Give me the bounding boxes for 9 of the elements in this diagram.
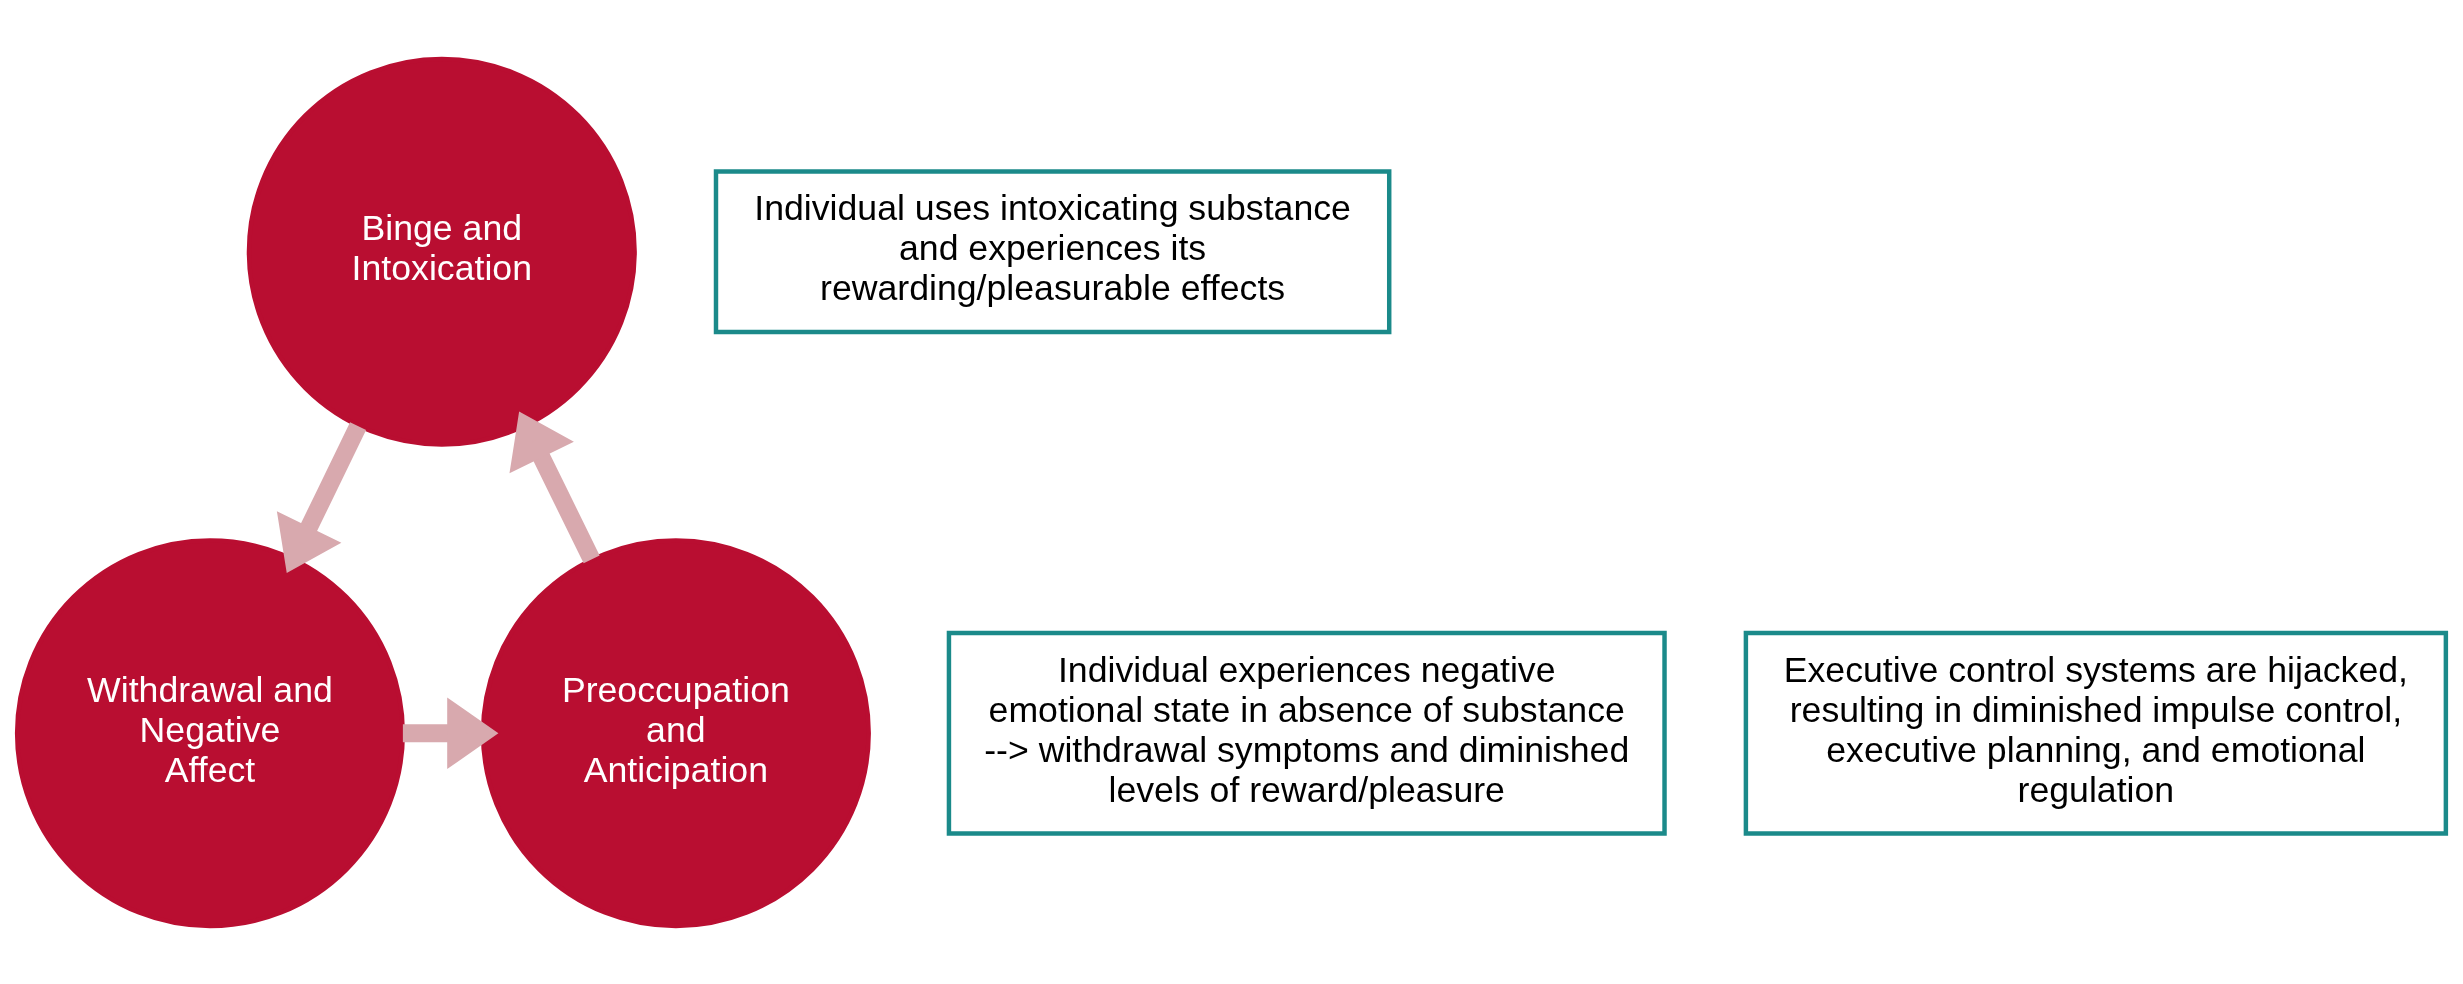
node-circle: Binge and Intoxication [246,56,637,447]
arrow [509,411,600,563]
arrow [276,421,367,573]
node-box: Individual experiences negative emotional state in absence of substance --> withdrawal symptoms and diminished levels of reward/pleasure [946,630,1667,836]
node-circle: Withdrawal and Negative Affect [14,537,406,928]
node-circle: Preoccupation and Anticipation [480,537,871,928]
node-box: Executive control systems are hijacked, resulting in diminished impulse control, executive planning, and emotional regulation [1743,630,2449,836]
arrow [402,696,499,769]
node-box: Individual uses intoxicating substance and experiences its rewarding/pleasurable effects [713,168,1392,334]
